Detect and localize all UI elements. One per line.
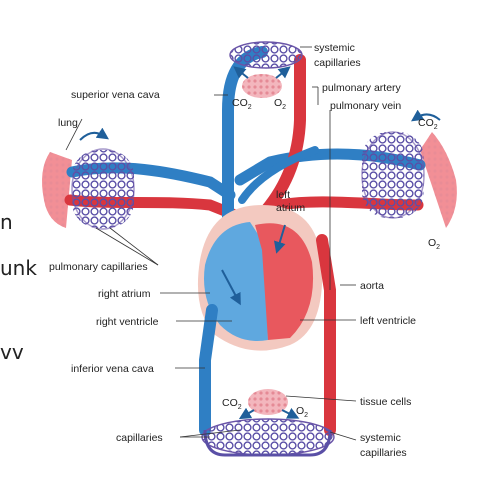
- heart-right-side: [204, 222, 268, 341]
- right-pulmonary-capillary-bed: [362, 132, 424, 218]
- label-left-ventricle: left ventricle: [360, 315, 416, 327]
- systemic-capillaries-top-bed: [230, 42, 302, 68]
- label-left-atrium-1: left: [276, 189, 290, 201]
- label-systemic-capillaries-bottom-1: systemic: [360, 432, 401, 444]
- label-left-atrium-2: atrium: [276, 202, 305, 214]
- systemic-capillaries-bottom-bed: [202, 419, 334, 455]
- label-tissue-cells: tissue cells: [360, 396, 411, 408]
- label-right-ventricle: right ventricle: [96, 316, 159, 328]
- label-systemic-capillaries-top-2: capillaries: [314, 57, 361, 69]
- pulmonary-artery-trunk: [238, 146, 319, 204]
- label-pulmonary-capillaries: pulmonary capillaries: [49, 261, 148, 273]
- label-superior-vena-cava: superior vena cava: [71, 89, 160, 101]
- label-co2-top: CO2: [232, 97, 252, 111]
- flow-arrow-left-atrium: [274, 224, 286, 254]
- label-pulmonary-artery: pulmonary artery: [322, 82, 402, 94]
- aorta-descending: [316, 234, 336, 436]
- left-lung-texture: [42, 152, 72, 228]
- label-aorta: aorta: [360, 280, 384, 292]
- left-pulmonary-capillary-bed: [72, 150, 134, 228]
- label-lung: lung: [58, 117, 78, 129]
- label-co2-bottom: CO2: [222, 397, 242, 411]
- label-capillaries: capillaries: [116, 432, 163, 444]
- heart-left-side: [255, 223, 314, 340]
- aorta-upper-branch: [256, 54, 307, 221]
- label-inferior-vena-cava: inferior vena cava: [71, 363, 154, 375]
- label-pulmonary-vein: pulmonary vein: [330, 100, 401, 112]
- inferior-vena-cava: [199, 304, 218, 436]
- label-systemic-capillaries-top-1: systemic: [314, 42, 355, 54]
- label-o2-right-lung: O2: [428, 237, 440, 251]
- side-fragment-2: unk: [0, 256, 37, 280]
- label-o2-bottom: O2: [296, 405, 308, 419]
- label-systemic-capillaries-bottom-2: capillaries: [360, 447, 407, 459]
- side-fragment-1: n: [0, 210, 13, 234]
- label-o2-top: O2: [274, 97, 286, 111]
- side-fragment-3: vv: [0, 340, 24, 364]
- flow-arrow-right-atrium: [221, 269, 241, 306]
- right-lung-texture: [420, 132, 457, 228]
- label-right-atrium: right atrium: [98, 288, 151, 300]
- label-co2-right-lung: CO2: [418, 117, 438, 131]
- leader-lines: [65, 46, 357, 441]
- flow-arrow-left-lung: [79, 127, 109, 141]
- flow-arrow-right-lung: [411, 109, 441, 122]
